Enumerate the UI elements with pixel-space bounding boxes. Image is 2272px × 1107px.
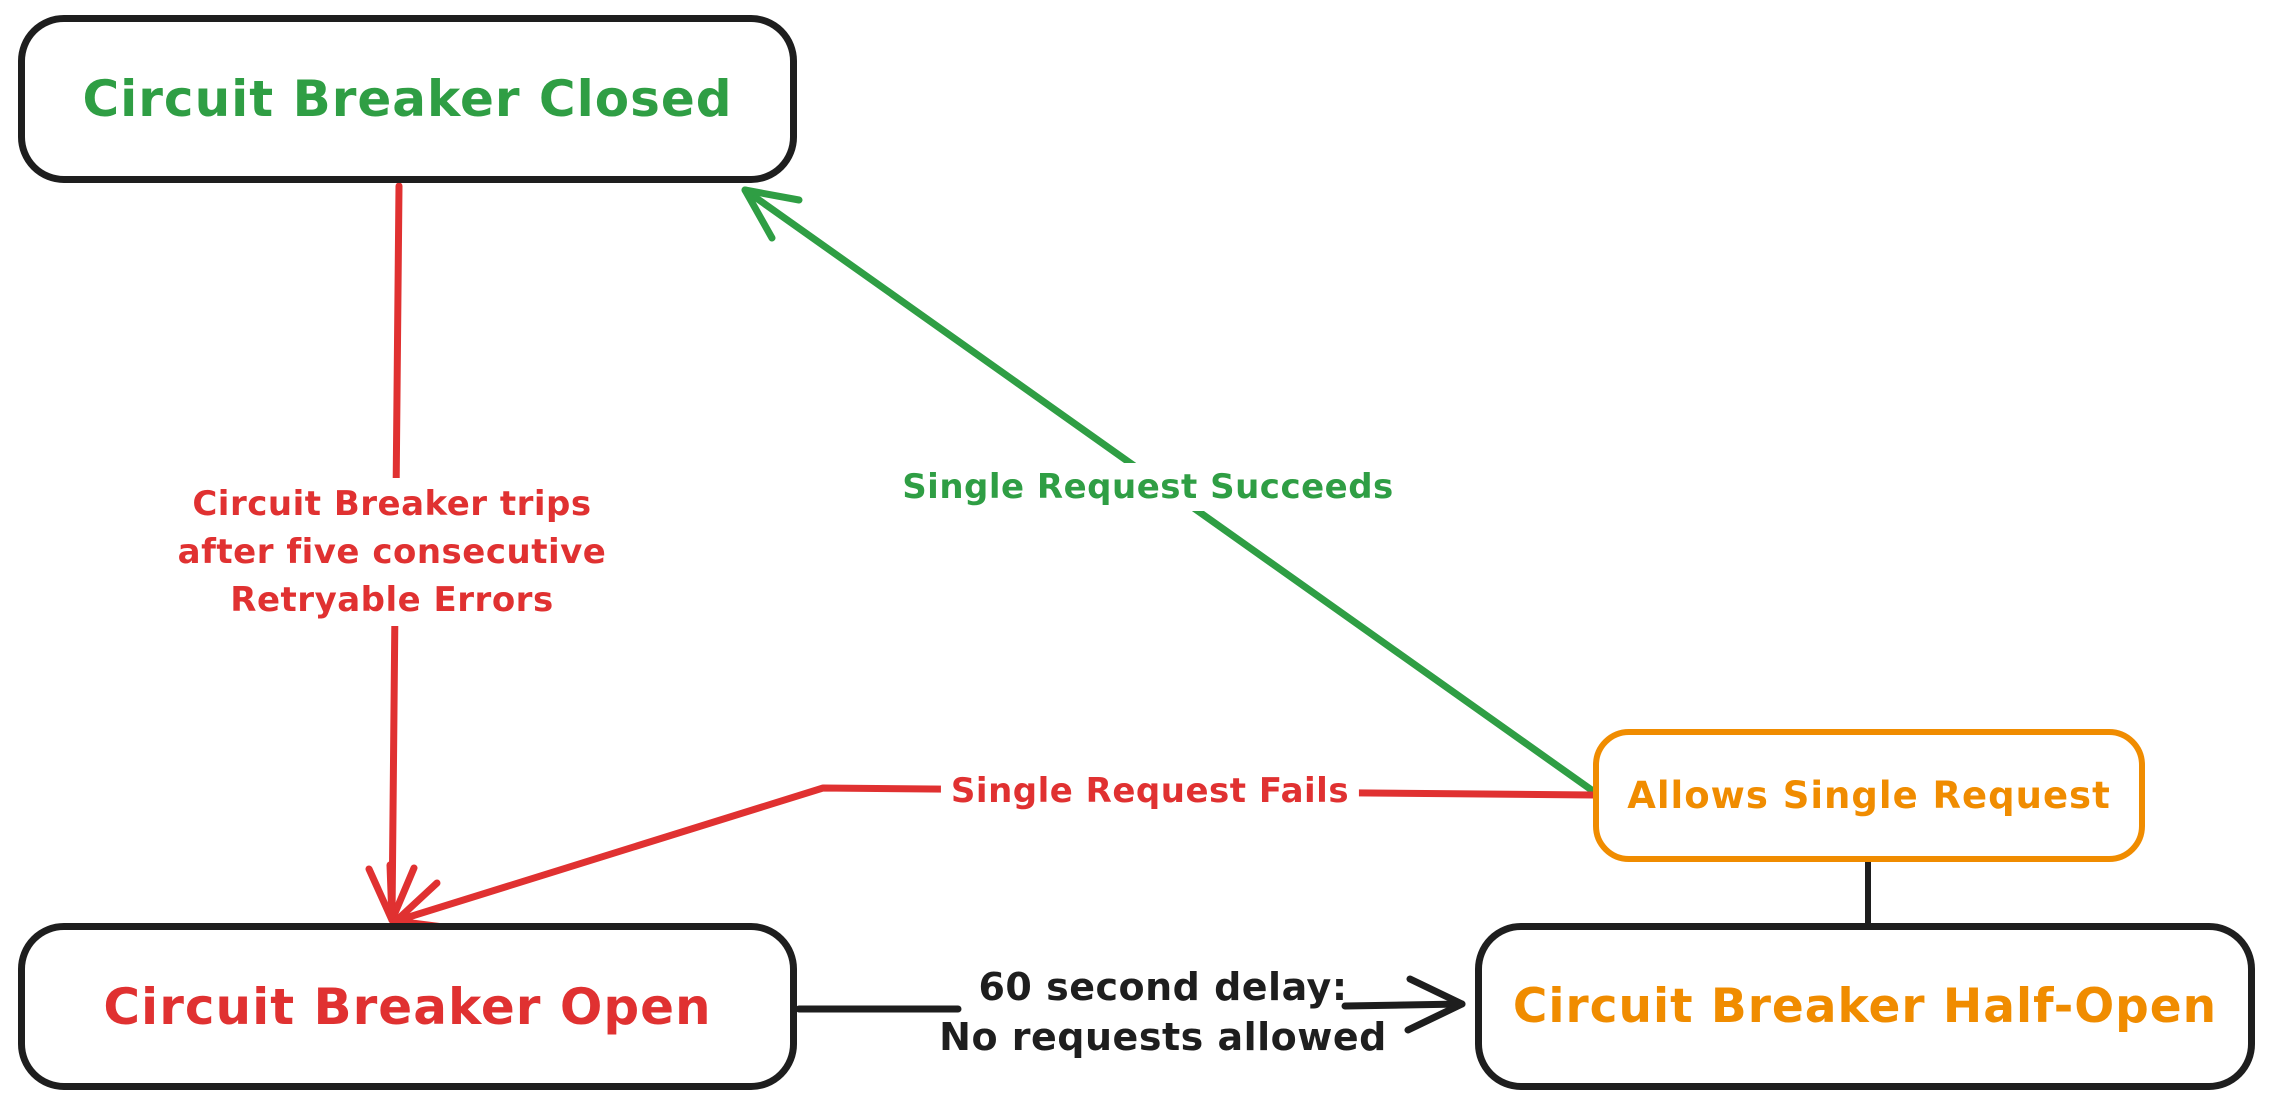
node-circuit-breaker-half-open-label: Circuit Breaker Half-Open: [1512, 979, 2218, 1034]
node-circuit-breaker-open-label: Circuit Breaker Open: [103, 977, 712, 1036]
success-arrowhead-icon: [741, 186, 803, 242]
trip-edge-label: Circuit Breaker trips after five consecu…: [167, 478, 617, 626]
node-circuit-breaker-closed: Circuit Breaker Closed: [18, 15, 797, 183]
delay-arrow-line: [1341, 1000, 1466, 1010]
node-circuit-breaker-closed-label: Circuit Breaker Closed: [82, 70, 733, 128]
node-allows-single-request-label: Allows Single Request: [1627, 774, 2111, 817]
node-circuit-breaker-open: Circuit Breaker Open: [18, 923, 797, 1090]
delay-edge-label: 60 second delay: No requests allowed: [939, 965, 1387, 1059]
success-edge-label: Single Request Succeeds: [892, 463, 1404, 511]
trip-arrowhead-icon: [386, 861, 396, 924]
node-allows-single-request: Allows Single Request: [1593, 729, 2145, 862]
delay-arrow: [795, 975, 1466, 1034]
node-circuit-breaker-half-open: Circuit Breaker Half-Open: [1475, 923, 2255, 1090]
delay-arrowhead-icon: [1404, 975, 1466, 1034]
fail-edge-label: Single Request Fails: [940, 767, 1360, 815]
